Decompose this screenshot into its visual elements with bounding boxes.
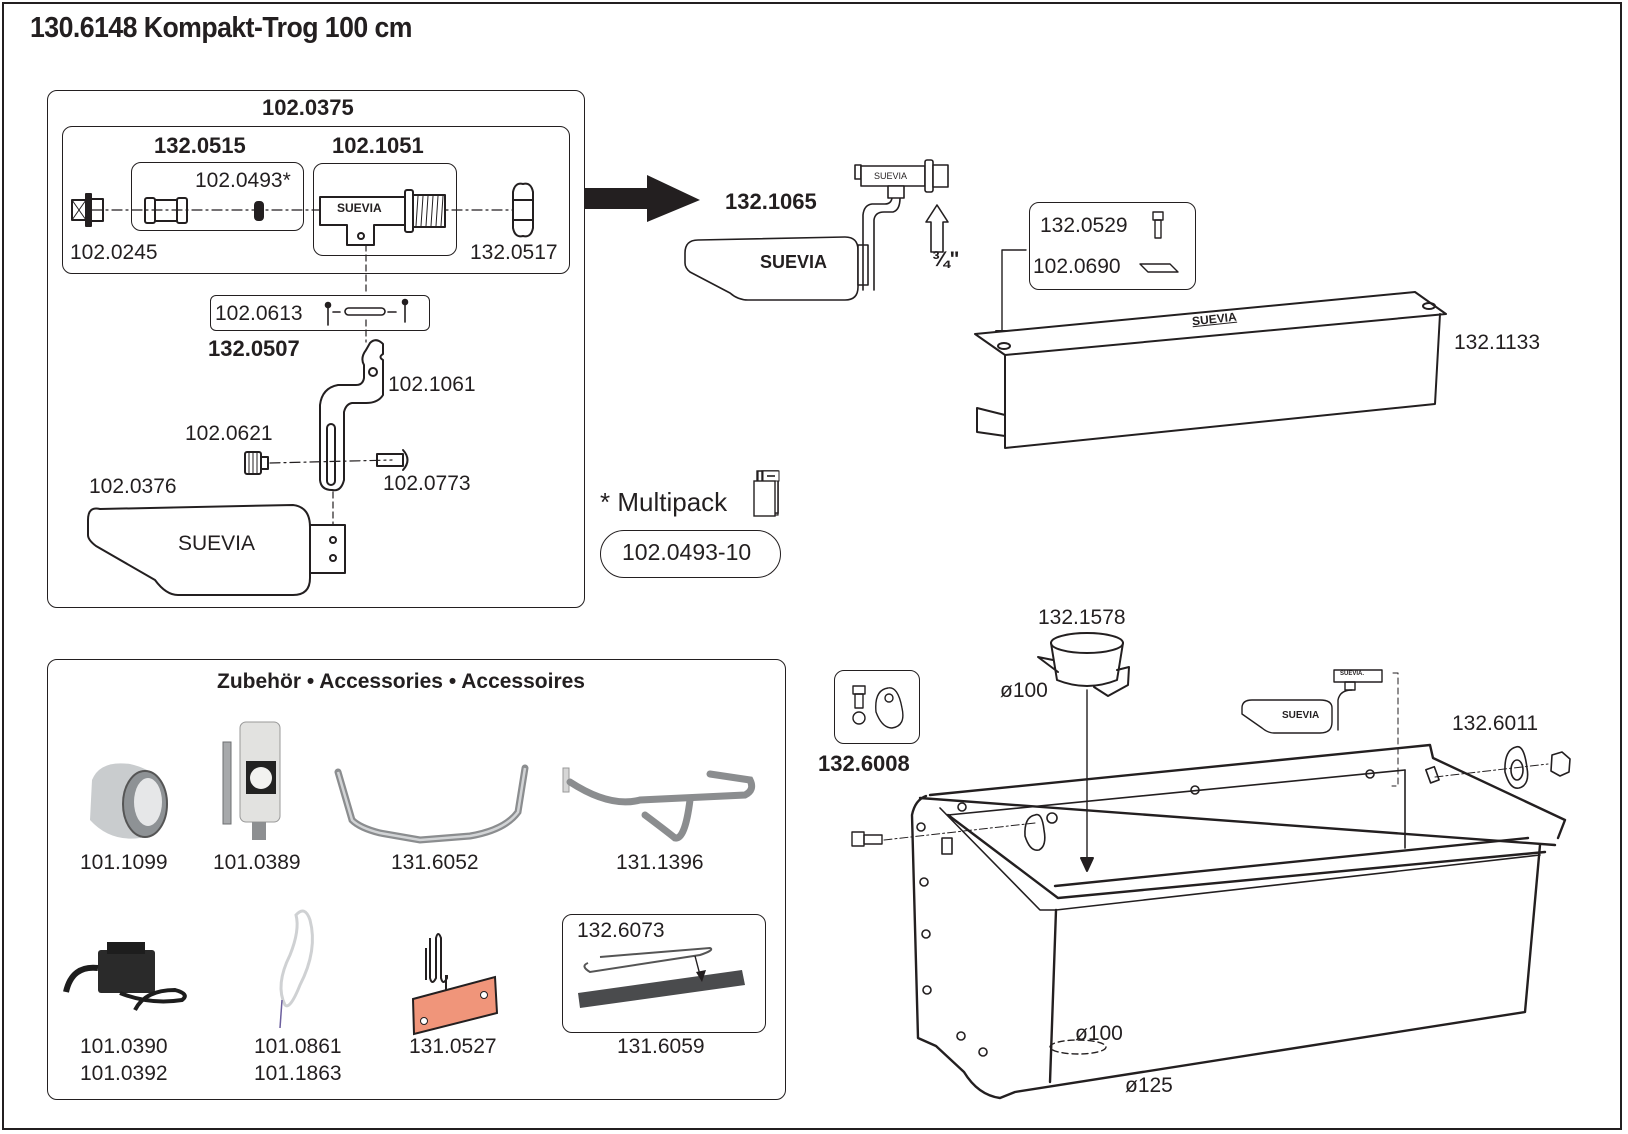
trough-valve-brand: SUEVIA	[1282, 710, 1320, 721]
complete-valve-icon	[684, 159, 949, 301]
mounting-set-number: 132.6008	[818, 751, 910, 776]
outlet-diameter: ø125	[1125, 1074, 1173, 1097]
trough-valve-icon	[1241, 669, 1399, 787]
accessory-number: 131.1396	[616, 851, 704, 874]
side-bolt-icon	[851, 831, 883, 847]
cover-clamp-number: 102.0690	[1033, 255, 1121, 278]
pin-set-number: 102.0613	[215, 302, 303, 325]
heater-tray-box	[562, 914, 766, 1033]
thread-arrow-icon	[925, 204, 949, 253]
thread-size: ¾"	[932, 248, 960, 271]
bolt-icon	[1152, 211, 1164, 239]
cover-icon	[974, 291, 1447, 449]
float-brand: SUEVIA	[178, 532, 256, 555]
plug-icon	[71, 193, 104, 227]
accessory-number: 101.1099	[80, 851, 168, 874]
accessory-number: 101.0861	[254, 1035, 342, 1058]
cable-icon	[279, 909, 314, 1008]
cover-number: 132.1133	[1454, 331, 1541, 354]
accessory-number: 101.1863	[254, 1062, 342, 1085]
rivet-icon	[376, 449, 409, 471]
accessory-number: 101.0390	[80, 1035, 168, 1058]
page-title: 130.6148 Kompakt-Trog 100 cm	[30, 12, 413, 44]
rivet-number: 102.0773	[383, 472, 471, 495]
lever-number: 102.1061	[388, 373, 476, 396]
cover-screw-number: 132.0529	[1040, 214, 1128, 237]
arrow-icon	[585, 175, 700, 222]
housing-set-box	[131, 162, 304, 231]
inlet-gasket-icon	[1425, 745, 1571, 789]
tape-roll-icon	[90, 763, 168, 839]
valve-assembly-number: 102.0375	[262, 95, 354, 120]
cover-fastener-box	[1029, 202, 1196, 290]
drain-cup-icon	[1037, 632, 1130, 872]
valve-assembly-group	[47, 90, 585, 608]
float-icon	[87, 504, 311, 596]
heating-element-icon	[411, 933, 499, 1036]
mounting-set-icon	[852, 685, 904, 729]
accessory-number: 131.6059	[617, 1035, 705, 1058]
plug-number: 102.0245	[70, 241, 158, 264]
multipack-label: * Multipack	[600, 487, 728, 517]
valve-body-brand: SUEVIA	[337, 201, 382, 215]
accessory-number: 131.0527	[409, 1035, 497, 1058]
lever-set-number: 132.0507	[208, 336, 300, 361]
seal-number: 102.0493*	[195, 169, 291, 192]
housing-icon	[144, 197, 264, 224]
bottom-diameter: ø100	[1075, 1022, 1123, 1045]
complete-valve-brand-small: SUEVIA	[874, 171, 908, 181]
inlet-gasket-number: 132.6011	[1452, 712, 1539, 735]
bracket-icon	[562, 767, 756, 842]
heater-tray-subpart: 132.6073	[577, 919, 665, 942]
pin-set-box	[210, 295, 430, 331]
pin-icon	[324, 298, 409, 326]
nut-icon	[512, 182, 534, 238]
trough-valve-brand-small: SUEVIA.	[1340, 671, 1365, 677]
drain-diameter: ø100	[1000, 679, 1048, 702]
knob-screw-number: 102.0621	[185, 422, 273, 445]
valve-body-icon	[319, 189, 446, 246]
trough-icon	[910, 743, 1567, 1100]
accessory-number: 101.0389	[213, 851, 301, 874]
accessory-number: 101.0392	[80, 1062, 168, 1085]
complete-valve-brand: SUEVIA	[760, 252, 828, 272]
trough-holes	[916, 769, 1375, 1057]
mounting-set-box	[834, 670, 920, 744]
inner-valve-group	[62, 126, 570, 274]
accessories-heading: Zubehör • Accessories • Accessoires	[217, 670, 585, 693]
thermostat-icon	[222, 721, 281, 840]
nut-number: 132.0517	[470, 241, 558, 264]
float-number: 102.0376	[89, 475, 177, 498]
valve-body-number: 102.1051	[332, 133, 424, 158]
clamp-plate-icon	[1139, 263, 1179, 273]
complete-valve-number: 132.1065	[725, 189, 817, 214]
heater-tray-icon	[578, 946, 745, 1008]
valve-body-box	[313, 163, 457, 256]
multipack-badge	[600, 530, 781, 578]
transformer-icon	[63, 942, 187, 1011]
housing-set-number: 132.0515	[154, 133, 246, 158]
drain-part-number: 132.1578	[1038, 606, 1126, 629]
multipack-number: 102.0493-10	[622, 539, 752, 565]
accessories-panel	[47, 659, 786, 1100]
accessory-number: 131.6052	[391, 851, 479, 874]
